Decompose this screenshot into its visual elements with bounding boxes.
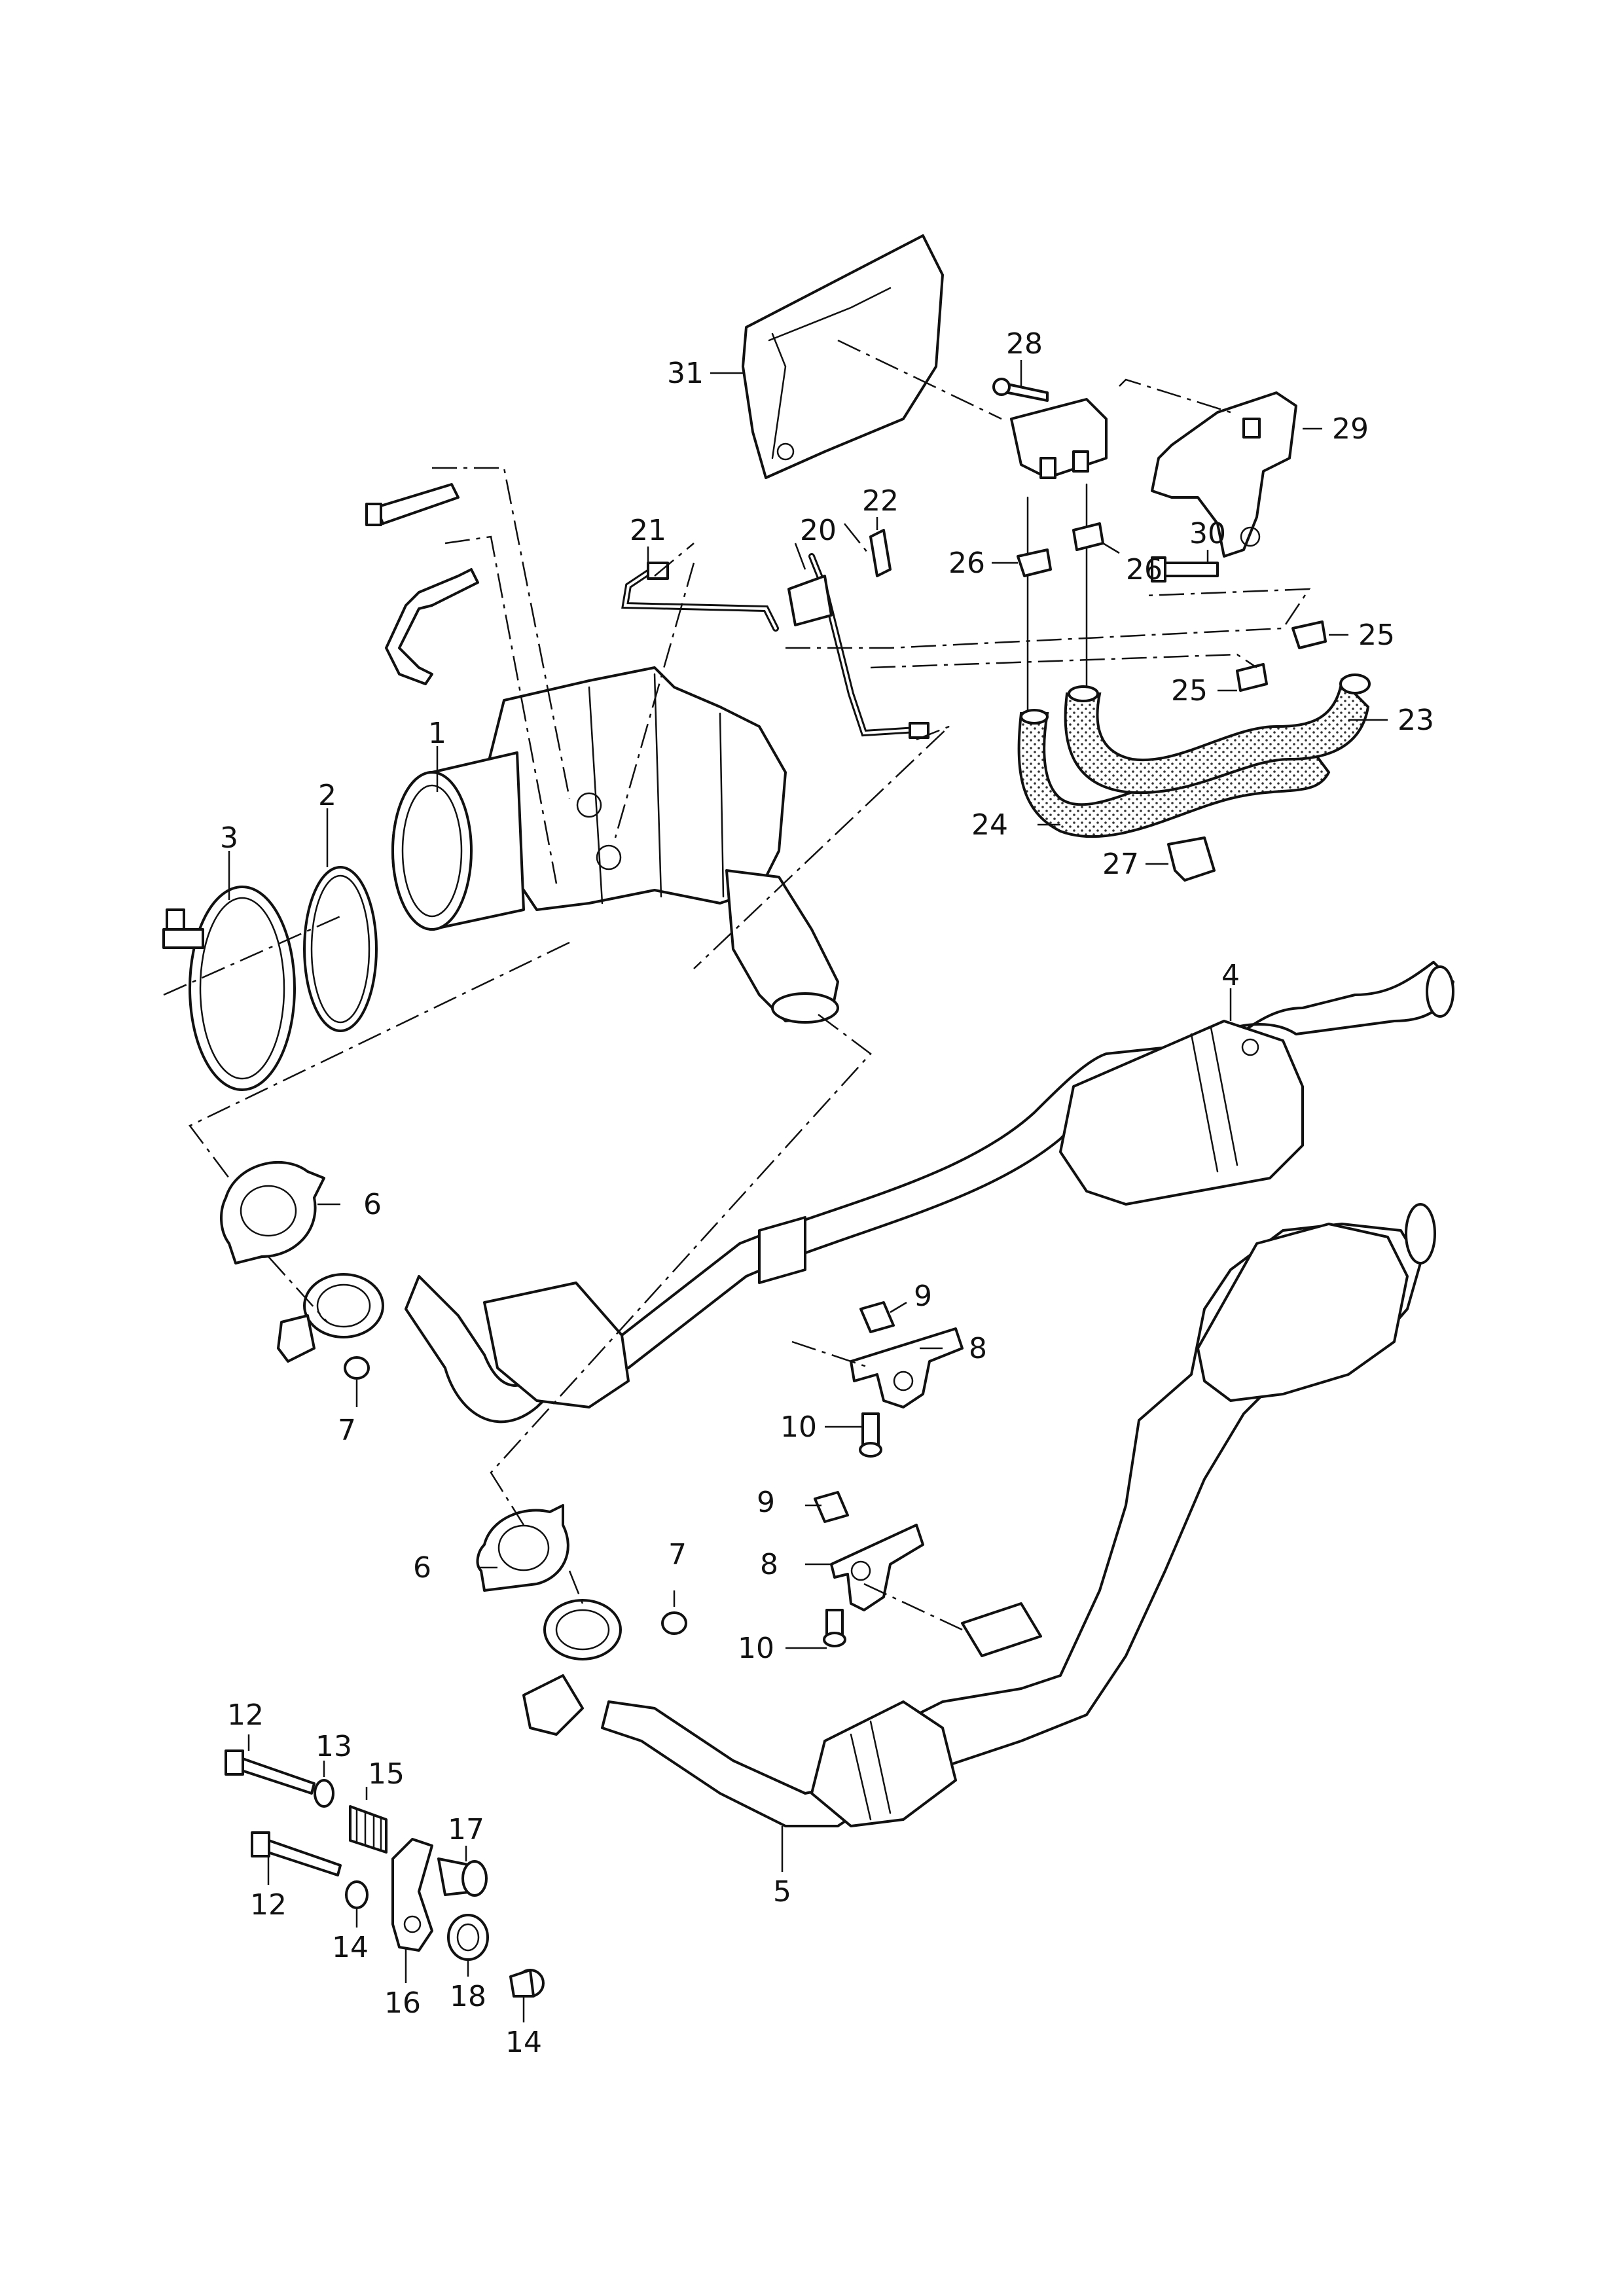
pressure-pipes bbox=[621, 529, 929, 739]
hose-clips bbox=[1017, 522, 1327, 882]
callout-24: 24 bbox=[971, 808, 1008, 842]
clamp bbox=[162, 886, 296, 1091]
callout-9-upper: 9 bbox=[914, 1280, 932, 1313]
seal-ring bbox=[303, 866, 378, 1032]
callout-4: 4 bbox=[1221, 959, 1240, 992]
gasket-upper bbox=[220, 1161, 325, 1265]
screw-30 bbox=[1151, 556, 1219, 583]
sensor-bracket bbox=[1151, 391, 1297, 558]
callout-30: 30 bbox=[1189, 517, 1226, 550]
heat-shield bbox=[742, 234, 944, 479]
pressure-sensor bbox=[992, 378, 1108, 479]
callout-20: 20 bbox=[800, 514, 837, 547]
callout-7-upper: 7 bbox=[338, 1414, 356, 1447]
callout-labels: 1 2 3 4 5 6 6 7 7 8 8 9 9 10 10 12 12 13… bbox=[220, 327, 1434, 2059]
lambda-probes bbox=[365, 483, 479, 685]
assembly-lines bbox=[163, 339, 1311, 1631]
callout-6-lower: 6 bbox=[413, 1551, 431, 1585]
callout-26-right: 26 bbox=[1126, 553, 1163, 586]
callout-12-upper: 12 bbox=[227, 1698, 264, 1732]
bracket-hardware bbox=[225, 1749, 545, 1998]
gasket-lower bbox=[476, 1504, 569, 1592]
callout-29: 29 bbox=[1332, 412, 1369, 446]
callout-12-lower: 12 bbox=[250, 1888, 287, 1922]
callout-1: 1 bbox=[428, 717, 446, 750]
callout-31: 31 bbox=[667, 357, 704, 390]
callout-13: 13 bbox=[316, 1730, 352, 1763]
particulate-filter-assembly bbox=[391, 666, 839, 1024]
callout-5: 5 bbox=[773, 1875, 791, 1909]
callout-8-lower: 8 bbox=[760, 1548, 778, 1581]
callout-17: 17 bbox=[448, 1813, 484, 1846]
callout-10-lower: 10 bbox=[738, 1632, 774, 1665]
callout-7-lower: 7 bbox=[668, 1538, 687, 1571]
callout-25-lower: 25 bbox=[1171, 674, 1208, 708]
callout-10-upper: 10 bbox=[780, 1410, 817, 1444]
callout-27: 27 bbox=[1102, 848, 1139, 881]
callout-28: 28 bbox=[1006, 327, 1043, 361]
callout-16: 16 bbox=[384, 1986, 421, 2020]
nut-upper bbox=[344, 1356, 370, 1380]
callout-25-upper: 25 bbox=[1358, 619, 1395, 652]
mount-upper bbox=[850, 1301, 964, 1458]
leader-lines bbox=[228, 360, 1388, 2022]
callout-22: 22 bbox=[862, 484, 899, 518]
mount-lower bbox=[814, 1491, 924, 1647]
callout-3: 3 bbox=[220, 821, 238, 855]
callout-8-upper: 8 bbox=[969, 1332, 987, 1365]
callout-14-left: 14 bbox=[332, 1931, 369, 1964]
callout-23: 23 bbox=[1398, 704, 1434, 737]
callout-14-right: 14 bbox=[505, 2026, 542, 2059]
nut-lower bbox=[661, 1611, 687, 1635]
callout-6-upper: 6 bbox=[363, 1188, 382, 1221]
hose-assembly bbox=[1017, 483, 1371, 838]
callout-2: 2 bbox=[318, 779, 336, 812]
catalytic-converter-5 bbox=[522, 1203, 1436, 1827]
callout-9-lower: 9 bbox=[757, 1486, 775, 1519]
callout-21: 21 bbox=[630, 514, 666, 547]
callout-15: 15 bbox=[368, 1757, 405, 1791]
callout-26-left: 26 bbox=[948, 547, 985, 580]
catalytic-converter-4 bbox=[277, 961, 1454, 1424]
callout-18: 18 bbox=[450, 1980, 486, 2013]
